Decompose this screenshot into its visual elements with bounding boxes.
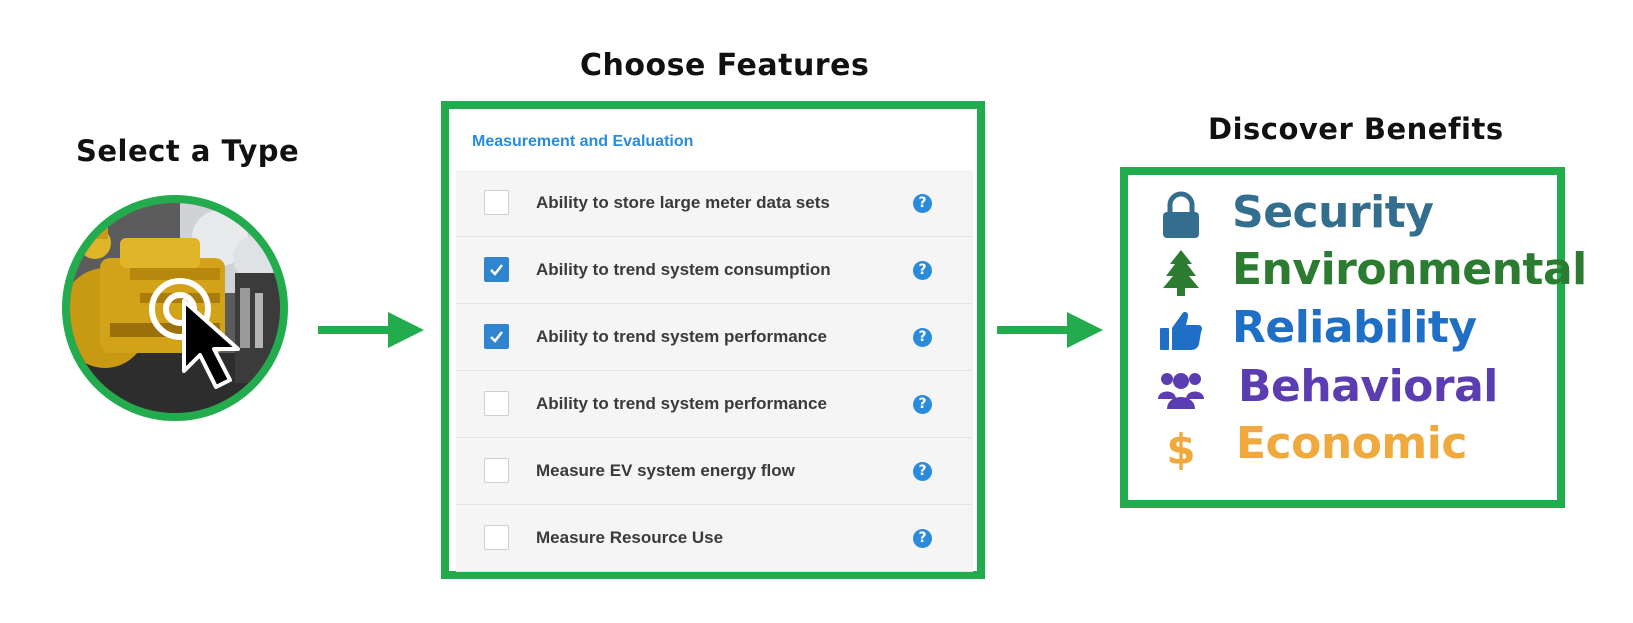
lock-icon xyxy=(1163,191,1199,238)
benefit-label: Economic xyxy=(1236,418,1467,469)
help-icon[interactable]: ? xyxy=(913,194,932,213)
cursor-click-icon xyxy=(149,278,240,389)
feature-label: Ability to trend system performance xyxy=(536,394,827,413)
feature-row: Ability to store large meter data sets ? xyxy=(456,170,973,237)
features-panel: Measurement and Evaluation Ability to st… xyxy=(441,101,985,579)
feature-checkbox[interactable] xyxy=(484,391,509,416)
feature-checkbox[interactable] xyxy=(484,458,509,483)
benefit-label: Security xyxy=(1232,187,1434,238)
choose-features-heading: Choose Features xyxy=(580,48,870,83)
feature-row: Ability to trend system consumption ? xyxy=(456,237,973,304)
users-icon xyxy=(1158,373,1204,409)
type-image-circle[interactable] xyxy=(62,195,288,421)
feature-checkbox[interactable] xyxy=(484,190,509,215)
benefit-label: Environmental xyxy=(1232,244,1587,295)
feature-checkbox[interactable] xyxy=(484,525,509,550)
feature-list: Ability to store large meter data sets ?… xyxy=(456,170,973,572)
feature-label: Ability to store large meter data sets xyxy=(536,193,830,212)
select-type-heading: Select a Type xyxy=(76,134,300,168)
svg-text:$: $ xyxy=(1166,425,1195,470)
feature-checkbox[interactable] xyxy=(484,257,509,282)
feature-checkbox[interactable] xyxy=(484,324,509,349)
feature-row: Measure EV system energy flow ? xyxy=(456,438,973,505)
dollar-icon: $ xyxy=(1166,425,1195,470)
feature-label: Ability to trend system performance xyxy=(536,327,827,346)
discover-benefits-heading: Discover Benefits xyxy=(1208,112,1504,146)
feature-row: Ability to trend system performance ? xyxy=(456,371,973,438)
arrow-right-icon xyxy=(997,312,1103,348)
feature-row: Measure Resource Use ? xyxy=(456,505,973,572)
help-icon[interactable]: ? xyxy=(913,328,932,347)
arrow-right-icon xyxy=(318,312,424,348)
help-icon[interactable]: ? xyxy=(913,529,932,548)
benefit-label: Reliability xyxy=(1232,302,1477,353)
benefit-label: Behavioral xyxy=(1238,361,1498,412)
benefits-panel: Security Environmental Reliability Behav… xyxy=(1120,167,1587,508)
help-icon[interactable]: ? xyxy=(913,462,932,481)
help-icon[interactable]: ? xyxy=(913,395,932,414)
thumbs-up-icon xyxy=(1160,311,1202,350)
feature-row: Ability to trend system performance ? xyxy=(456,304,973,371)
section-title: Measurement and Evaluation xyxy=(472,133,694,150)
feature-label: Measure Resource Use xyxy=(536,528,724,547)
feature-label: Measure EV system energy flow xyxy=(536,461,795,480)
feature-label: Ability to trend system consumption xyxy=(536,260,831,279)
checkmark-icon xyxy=(490,264,503,276)
checkmark-icon xyxy=(490,331,503,343)
tree-icon xyxy=(1163,250,1199,296)
help-icon[interactable]: ? xyxy=(913,261,932,280)
